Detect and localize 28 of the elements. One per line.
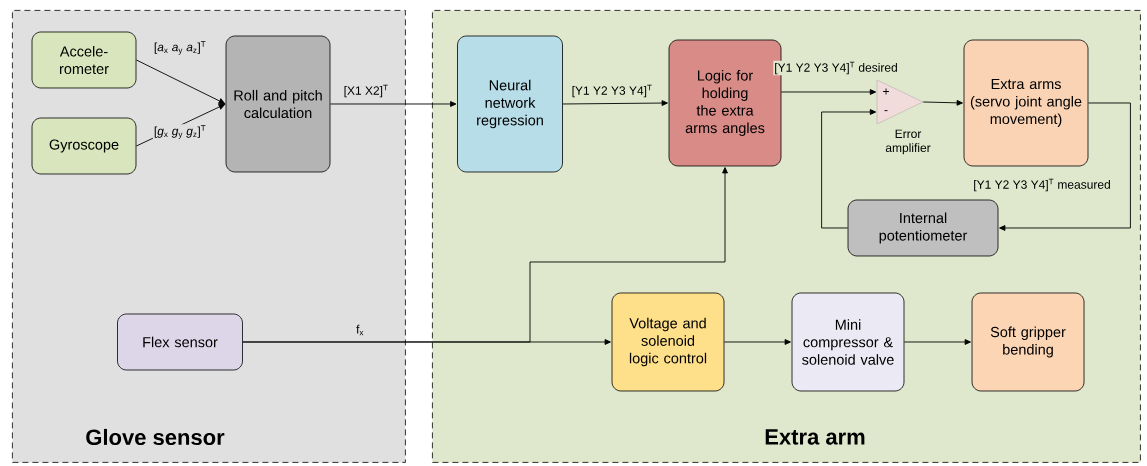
arrow	[903, 339, 971, 345]
process-box: Neural network regression	[457, 35, 563, 173]
input-sign: -	[884, 110, 888, 112]
process-box: Soft gripper bending	[971, 292, 1085, 392]
edge-label: f$_{x}$	[355, 323, 365, 337]
input-sign: +	[883, 88, 889, 95]
arrow	[329, 101, 457, 107]
panel-title: Extra arm	[765, 429, 865, 445]
edge-label: [a$_{x}$ a$_{y}$ a$_{z}$]$^{T}$	[152, 40, 208, 56]
arrow	[780, 89, 877, 95]
panel-title: Glove sensor	[86, 428, 225, 446]
sensor-box: Gyroscope	[31, 117, 137, 175]
process-box: Internal potentiometer	[847, 199, 999, 257]
amplifier-label: Error amplifier	[885, 129, 931, 155]
process-box: Extra arms (servo joint angle movement)	[963, 39, 1089, 167]
sensor-box: Flex sensor	[117, 313, 243, 371]
sensor-box: Accele- rometer	[31, 31, 137, 89]
process-box: Voltage and solenoid logic control	[611, 292, 725, 392]
arrow	[821, 109, 877, 229]
arrow	[242, 167, 728, 343]
arrow	[562, 100, 668, 106]
process-box: Mini compressor & solenoid valve	[791, 292, 905, 392]
arrow	[999, 102, 1131, 231]
arrow	[922, 99, 963, 106]
process-box: Roll and pitch calculation	[225, 35, 331, 173]
arrow	[723, 339, 791, 345]
arrow	[135, 59, 226, 104]
edge-label: [g$_{x}$ g$_{y}$ g$_{z}$]$^{T}$	[152, 124, 208, 140]
